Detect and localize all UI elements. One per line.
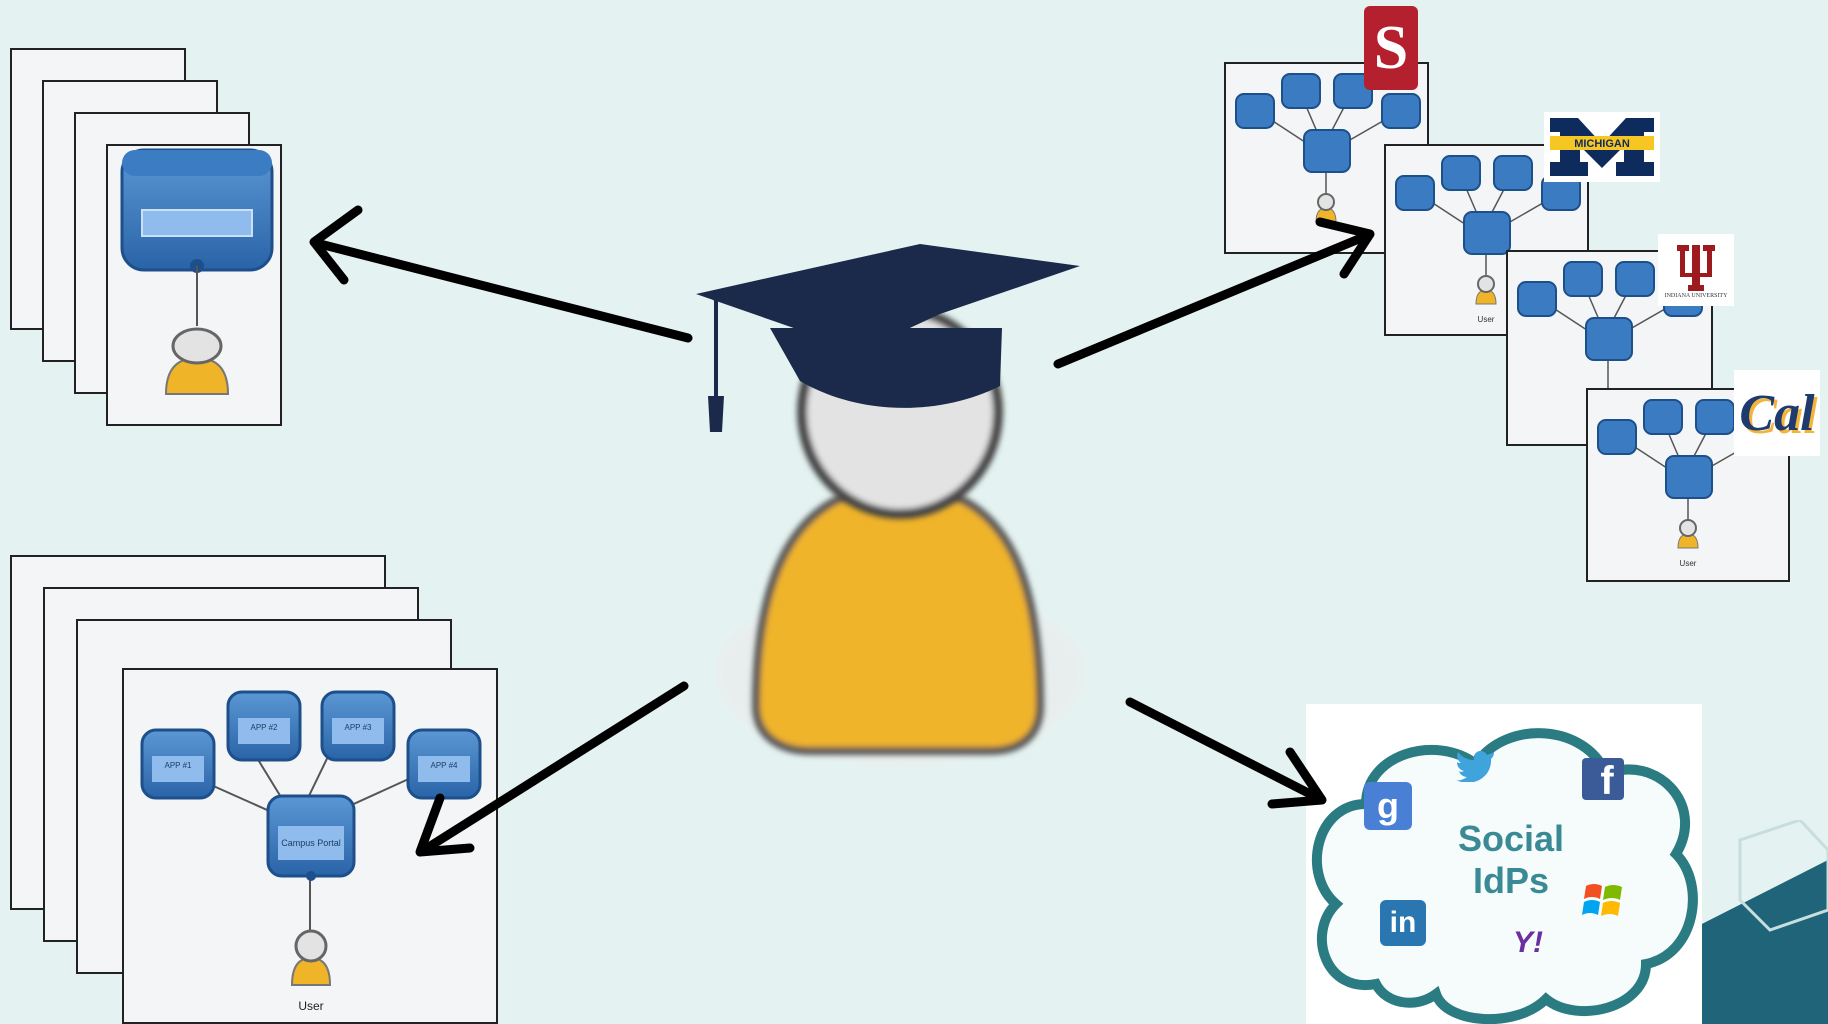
michigan-wordmark: MICHIGAN bbox=[1574, 138, 1630, 150]
linkedin-icon: in bbox=[1380, 900, 1426, 946]
user-label: User bbox=[1478, 315, 1495, 324]
facebook-icon: f bbox=[1582, 758, 1624, 800]
app-node: APP #1 bbox=[140, 728, 216, 800]
user-label: User bbox=[1680, 559, 1697, 568]
google-icon: g bbox=[1364, 782, 1412, 830]
user-head bbox=[171, 327, 223, 365]
app-node: APP #3 bbox=[320, 690, 396, 762]
user-figure: User bbox=[290, 929, 332, 1013]
indiana-wordmark: INDIANA UNIVERSITY bbox=[1664, 293, 1728, 299]
graduate-body bbox=[751, 481, 1045, 755]
michigan-logo: MICHIGAN bbox=[1544, 112, 1660, 182]
app-node: APP #2 bbox=[226, 690, 302, 762]
portal-node: Campus Portal bbox=[266, 794, 356, 881]
corner-decoration bbox=[1690, 820, 1828, 1024]
app-node: APP #4 bbox=[406, 728, 482, 800]
graduation-cap-icon bbox=[696, 244, 1080, 432]
arrow-to-social-idps bbox=[1125, 697, 1327, 809]
arrow-to-single-app bbox=[309, 205, 693, 343]
social-idps-label: Social IdPs bbox=[1406, 818, 1616, 902]
stanford-logo-letter: S bbox=[1373, 14, 1409, 82]
app-label: APP #3 bbox=[345, 723, 373, 732]
cal-wordmark: Cal bbox=[1739, 384, 1815, 442]
arrow-to-campus-portal bbox=[415, 681, 689, 857]
social-idps-label-line1: Social bbox=[1457, 818, 1565, 859]
portal-label: Campus Portal bbox=[281, 838, 341, 848]
single-app-diagram bbox=[120, 148, 274, 395]
app-label: APP #4 bbox=[431, 761, 459, 770]
arrow-to-federated-campuses bbox=[1053, 217, 1375, 369]
twitter-icon bbox=[1456, 751, 1494, 782]
single-app-card bbox=[106, 144, 282, 426]
app-label: APP #1 bbox=[165, 761, 193, 770]
user-label: User bbox=[298, 999, 323, 1013]
stanford-logo: S bbox=[1364, 6, 1418, 90]
graduate-user-figure bbox=[696, 244, 1085, 766]
indiana-trident-icon bbox=[1677, 245, 1715, 291]
cal-logo: Cal bbox=[1734, 370, 1820, 456]
windows-icon bbox=[1582, 884, 1622, 916]
yahoo-icon: Y! bbox=[1513, 926, 1543, 959]
social-idps-panel: g f in Y! Social IdPs bbox=[1306, 704, 1702, 1024]
social-idps-label-line2: IdPs bbox=[1472, 860, 1550, 901]
indiana-logo: INDIANA UNIVERSITY bbox=[1658, 234, 1734, 306]
app-label: APP #2 bbox=[251, 723, 279, 732]
